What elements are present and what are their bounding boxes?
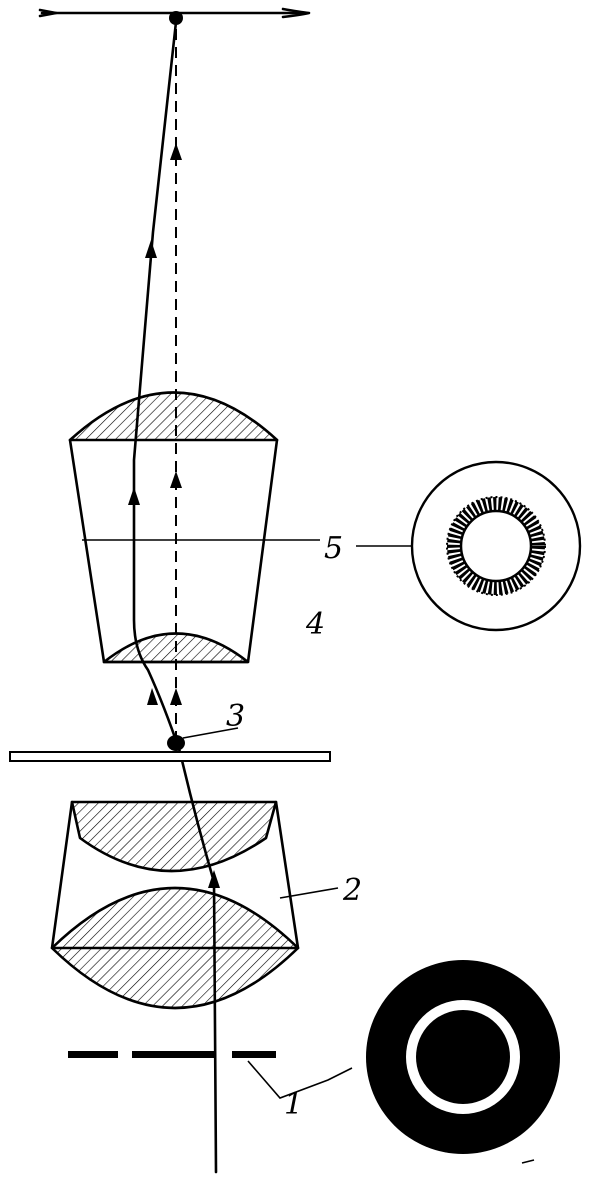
ray-arrow-4	[145, 240, 157, 258]
label-objective: 4	[305, 607, 325, 642]
image-plane	[38, 7, 311, 25]
ray-arrow-2	[147, 688, 158, 705]
specimen-object	[167, 735, 185, 751]
dash-arrow-3	[170, 143, 182, 160]
stray-mark	[521, 1159, 535, 1164]
specimen-slide	[9, 727, 331, 762]
annular-diaphragm-detail	[366, 960, 560, 1154]
condenser-lens	[50, 800, 339, 1010]
objective-lens	[68, 391, 320, 664]
diffracted-light-ray	[170, 22, 182, 742]
label-specimen: 3	[226, 699, 245, 734]
annular-diaphragm	[68, 1051, 353, 1099]
label-phase-plate: 5	[324, 531, 343, 566]
label-condenser: 2	[342, 873, 362, 908]
label-annular-diaphragm: 1	[284, 1087, 303, 1122]
ray-arrow-3	[128, 487, 140, 505]
ray-arrow-1	[208, 870, 220, 888]
dash-arrow-2	[170, 471, 182, 488]
phase-plate-detail	[356, 460, 582, 632]
dash-arrow-1	[170, 688, 182, 705]
